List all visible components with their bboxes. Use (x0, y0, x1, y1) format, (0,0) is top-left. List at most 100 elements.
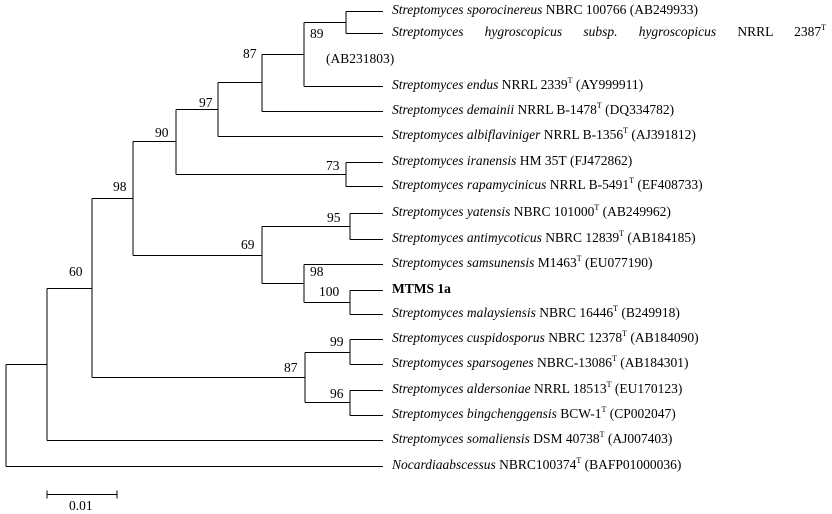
type-strain-mark: T (622, 329, 628, 338)
taxon-accession: (B249918) (621, 305, 680, 320)
taxon-strain: BCW-1 (560, 406, 602, 421)
taxon-name-bold: MTMS 1a (392, 281, 451, 296)
taxon-species: Streptomyces endus (392, 77, 499, 92)
taxon-label: MTMS 1a (392, 281, 451, 297)
taxon-species: Streptomyces aldersoniae (392, 381, 531, 396)
taxon-label: Streptomyces hygroscopicus subsp. hygros… (326, 23, 826, 67)
taxon-accession: (AB249962) (602, 204, 671, 219)
taxon-species: Streptomyces rapamycinicus (392, 177, 547, 192)
taxon-label: Streptomyces iranensis HM 35T (FJ472862) (392, 153, 632, 169)
taxon-strain: HM 35T (519, 153, 567, 168)
taxon-strain: NRRL B-1478 (517, 102, 597, 117)
taxon-species: Streptomyces albiflaviniger (392, 127, 541, 142)
taxon-strain: DSM 40738 (533, 431, 600, 446)
taxon-accession: (AB184301) (620, 355, 689, 370)
type-strain-mark: T (613, 304, 619, 313)
bootstrap-value: 69 (241, 237, 255, 252)
taxon-species: Streptomyces bingchenggensis (392, 406, 557, 421)
taxon-strain: M1463 (537, 255, 577, 270)
taxon-accession: (AB184090) (630, 330, 699, 345)
bootstrap-value: 73 (326, 158, 340, 173)
taxon-species: Nocardiaabscessus (392, 457, 496, 472)
taxon-label: Streptomyces sporocinereus NBRC 100766 (… (392, 2, 698, 18)
taxon-accession: (EF408733) (637, 177, 703, 192)
bootstrap-value: 87 (284, 360, 298, 375)
taxon-label: Nocardiaabscessus NBRC100374T (BAFP01000… (392, 457, 681, 473)
bootstrap-value: 89 (310, 26, 324, 41)
taxon-strain: NBRC 12839 (545, 230, 620, 245)
taxon-species: Streptomyces demainii (392, 102, 515, 117)
bootstrap-value: 99 (330, 334, 344, 349)
bootstrap-value: 100 (319, 284, 340, 299)
type-strain-mark: T (629, 176, 634, 185)
taxon-accession: (DQ334782) (605, 102, 675, 117)
type-strain-mark: T (576, 254, 582, 263)
taxon-strain: NBRC100374 (499, 457, 577, 472)
type-strain-mark: T (601, 405, 607, 414)
taxon-accession: (FJ472862) (569, 153, 633, 168)
taxon-accession: (BAFP01000036) (584, 457, 682, 472)
taxon-species: Streptomyces somaliensis (392, 431, 530, 446)
bootstrap-value: 95 (327, 210, 341, 225)
type-strain-mark: T (623, 126, 628, 135)
taxon-strain: NBRC 16446 (539, 305, 614, 320)
taxon-accession: (EU170123) (614, 381, 683, 396)
taxon-species: Streptomyces yatensis (392, 204, 511, 219)
taxon-strain: NRRL 2339 (501, 77, 568, 92)
taxon-accession: (EU077190) (585, 255, 653, 270)
taxon-accession: (AB231803) (326, 51, 395, 66)
taxon-species: Streptomyces samsunensis (392, 255, 535, 270)
taxon-species: Streptomyces iranensis (392, 153, 517, 168)
taxon-strain: NBRC 101000 (513, 204, 595, 219)
taxon-label: Streptomyces demainii NRRL B-1478T (DQ33… (392, 102, 674, 118)
taxon-label: Streptomyces samsunensis M1463T (EU07719… (392, 255, 653, 271)
taxon-accession: (AB249933) (629, 2, 698, 17)
taxon-label: Streptomyces cuspidosporus NBRC 12378T (… (392, 330, 699, 346)
bootstrap-value: 97 (199, 95, 213, 110)
type-strain-mark: T (567, 76, 573, 85)
type-strain-mark: T (606, 380, 612, 389)
taxon-label: Streptomyces somaliensis DSM 40738T (AJ0… (392, 431, 672, 447)
taxon-label: Streptomyces sparsogenes NBRC-13086T (AB… (392, 355, 689, 371)
taxon-label: Streptomyces bingchenggensis BCW-1T (CP0… (392, 406, 676, 422)
type-strain-mark: T (596, 101, 602, 110)
taxon-accession: (CP002047) (609, 406, 676, 421)
taxon-label: Streptomyces antimycoticus NBRC 12839T (… (392, 230, 696, 246)
taxon-strain: NRRL 18513 (533, 381, 607, 396)
bootstrap-value: 96 (330, 386, 344, 401)
taxon-species: Streptomyces sporocinereus (392, 2, 543, 17)
taxon-species: Streptomyces cuspidosporus (392, 330, 545, 345)
taxon-species: Streptomyces hygroscopicus subsp. hygros… (392, 24, 717, 39)
type-strain-mark: T (599, 430, 605, 439)
taxon-accession: (AY999911) (575, 77, 644, 92)
type-strain-mark: T (576, 456, 582, 465)
taxon-label: Streptomyces malaysiensis NBRC 16446T (B… (392, 305, 680, 321)
scale-bar-label: 0.01 (69, 498, 93, 513)
taxon-species: Streptomyces malaysiensis (392, 305, 536, 320)
bootstrap-value: 60 (69, 264, 83, 279)
taxon-strain: NRRL 2387 (737, 24, 822, 39)
taxon-accession: (AJ391812) (631, 127, 696, 142)
taxon-strain: NRRL B-1356 (543, 127, 624, 142)
taxon-label: Streptomyces aldersoniae NRRL 18513T (EU… (392, 381, 682, 397)
type-strain-mark: T (612, 354, 617, 363)
taxon-label: Streptomyces yatensis NBRC 101000T (AB24… (392, 204, 671, 220)
taxon-strain: NRRL B-5491 (549, 177, 630, 192)
type-strain-mark: T (619, 229, 624, 238)
taxon-strain: NBRC-13086 (536, 355, 612, 370)
taxon-label: Streptomyces endus NRRL 2339T (AY999911) (392, 77, 643, 93)
bootstrap-value: 98 (113, 179, 127, 194)
taxon-accession: (AJ007403) (607, 431, 673, 446)
taxon-species: Streptomyces antimycoticus (392, 230, 542, 245)
taxon-label: Streptomyces rapamycinicus NRRL B-5491T … (392, 177, 703, 193)
type-strain-mark: T (821, 23, 826, 32)
taxon-label: Streptomyces albiflaviniger NRRL B-1356T… (392, 127, 696, 143)
taxon-species: Streptomyces sparsogenes (392, 355, 534, 370)
taxon-strain: NBRC 100766 (545, 2, 627, 17)
taxon-strain: NBRC 12378 (548, 330, 623, 345)
bootstrap-value: 87 (243, 46, 257, 61)
type-strain-mark: T (594, 203, 600, 212)
bootstrap-value: 90 (155, 125, 169, 140)
